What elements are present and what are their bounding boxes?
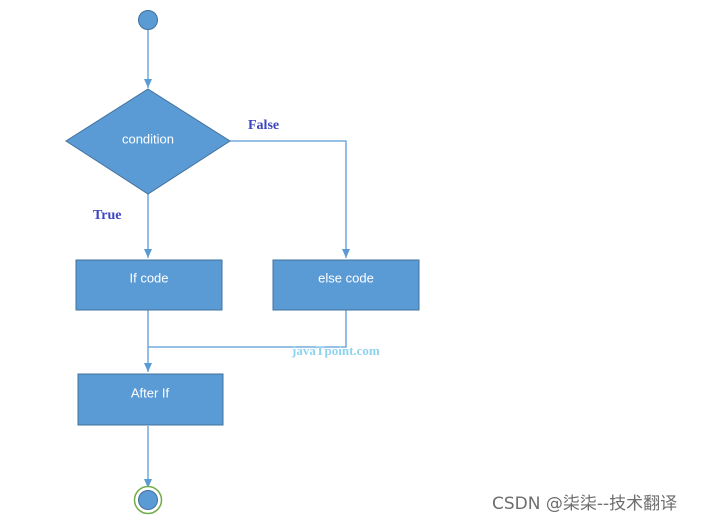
after-if-label: After If [131, 385, 170, 400]
after-if-box [77, 373, 224, 426]
end-node-core [138, 490, 158, 510]
if-code-process-node: If code [75, 259, 223, 311]
end-node [133, 485, 163, 515]
javatpoint-watermark: javaTpoint.com [291, 343, 380, 358]
condition-label: condition [122, 131, 174, 146]
condition-decision-node: condition [65, 88, 231, 195]
else-code-process-node: else code [272, 259, 420, 311]
else-code-label: else code [318, 270, 374, 285]
false-branch-label: False [248, 118, 279, 133]
start-node [138, 10, 158, 30]
decision-diamond-shape [65, 88, 231, 195]
csdn-watermark: CSDN @柒柒--技术翻译 [492, 494, 677, 514]
else-code-box [272, 259, 420, 311]
if-code-box [75, 259, 223, 311]
edge-condition-to-else-code [230, 140, 350, 258]
true-branch-label: True [93, 208, 122, 223]
after-if-process-node: After If [77, 373, 224, 426]
edge-else-code-merge [148, 310, 347, 348]
if-code-label: If code [129, 270, 168, 285]
